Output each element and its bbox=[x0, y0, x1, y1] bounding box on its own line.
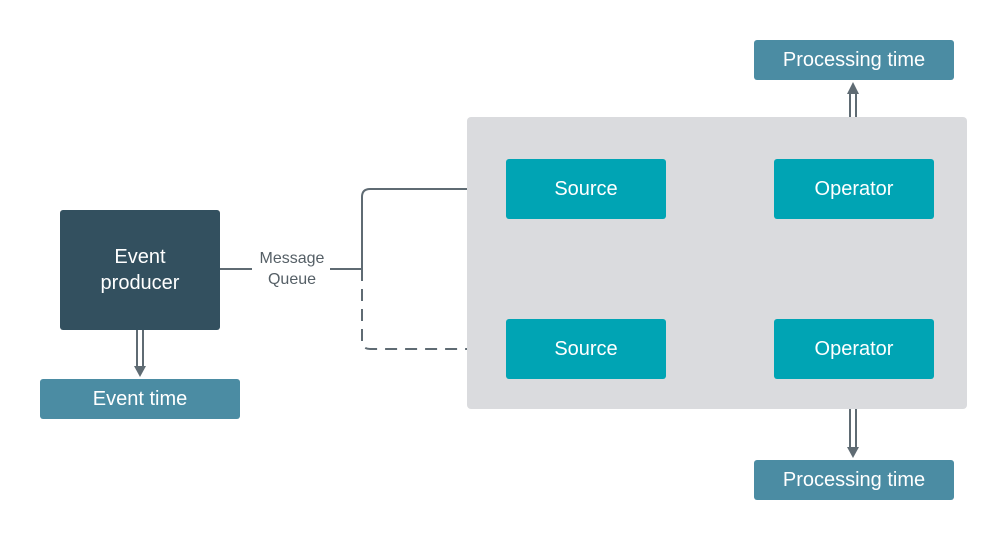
message-queue-label-line1: Message bbox=[259, 250, 325, 267]
source-bottom-node: Source bbox=[506, 319, 666, 379]
operator-top-label: Operator bbox=[814, 177, 894, 200]
event-time-label: Event time bbox=[92, 387, 188, 410]
edge-producer-to-event-time bbox=[134, 330, 146, 377]
source-bottom-label: Source bbox=[554, 337, 618, 360]
event-producer-node: Event producer bbox=[60, 210, 220, 330]
operator-bottom-label: Operator bbox=[814, 337, 894, 360]
event-time-node: Event time bbox=[40, 379, 240, 419]
edge-queue-to-source-top bbox=[361, 184, 505, 269]
event-producer-label-line1: Event bbox=[114, 246, 166, 268]
message-queue-label: Message Queue bbox=[250, 248, 334, 290]
operator-bottom-node: Operator bbox=[774, 319, 934, 379]
processing-time-top-label: Processing time bbox=[782, 48, 926, 71]
edge-queue-to-source-bottom bbox=[361, 269, 505, 354]
operator-top-node: Operator bbox=[774, 159, 934, 219]
processing-time-bottom-label: Processing time bbox=[782, 468, 926, 491]
processing-time-top-node: Processing time bbox=[754, 40, 954, 80]
source-top-node: Source bbox=[506, 159, 666, 219]
source-top-label: Source bbox=[554, 177, 618, 200]
processing-time-bottom-node: Processing time bbox=[754, 460, 954, 500]
event-producer-label-line2: producer bbox=[100, 272, 180, 294]
message-queue-label-line2: Queue bbox=[267, 271, 317, 288]
